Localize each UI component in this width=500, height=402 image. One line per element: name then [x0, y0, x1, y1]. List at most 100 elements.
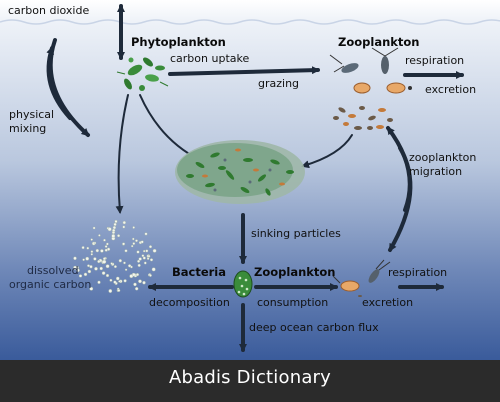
doc-dot — [111, 234, 116, 238]
mixing-label: mixing — [9, 122, 46, 135]
doc-dot — [99, 266, 103, 271]
doc-dot — [106, 242, 109, 246]
phyto-to-dissolved-arrow — [115, 94, 129, 214]
doc-dot — [124, 268, 128, 271]
doc-dot — [110, 262, 113, 265]
doc-dot — [101, 271, 106, 275]
doc-dot — [112, 225, 117, 230]
physical-label: physical — [9, 108, 54, 121]
dissolved-organic-carbon-dots — [73, 219, 157, 293]
doc-dot — [104, 248, 108, 252]
zooplankton-top-icon — [329, 47, 412, 94]
doc-dot — [144, 232, 148, 236]
zooplankton-migration-label-1: zooplankton — [409, 151, 476, 164]
doc-dot — [73, 256, 77, 261]
doc-dot — [117, 289, 121, 292]
doc-dot — [134, 287, 139, 291]
footer-title: Abadis Dictionary — [168, 367, 332, 388]
doc-dot — [149, 258, 154, 262]
doc-dot — [133, 282, 137, 287]
doc-dot — [129, 274, 134, 279]
doc-dot — [103, 238, 106, 242]
deep-ocean-carbon-flux-label: deep ocean carbon flux — [249, 321, 379, 334]
doc-dot — [82, 258, 85, 261]
doc-dot — [78, 274, 83, 278]
doc-dot — [123, 279, 127, 283]
doc-dot — [89, 265, 93, 269]
dissolved-label-1: dissolved — [27, 264, 79, 277]
doc-dot — [90, 250, 94, 253]
doc-dot — [87, 269, 92, 274]
zooplankton-bottom-label: Zooplankton — [254, 265, 336, 279]
consumption-label: consumption — [257, 296, 328, 309]
doc-dot — [124, 249, 128, 253]
doc-dot — [140, 240, 144, 244]
doc-dot — [105, 264, 110, 269]
excretion-bottom-label: excretion — [362, 296, 413, 309]
physical-mixing-arrow-up — [46, 46, 72, 120]
grazing-arrow — [168, 66, 320, 76]
respiration-top-label: respiration — [405, 54, 464, 67]
doc-dot — [135, 239, 138, 243]
doc-dot — [104, 245, 108, 248]
doc-dot — [136, 250, 140, 254]
respiration-bottom-label: respiration — [388, 266, 447, 279]
doc-dot — [149, 274, 152, 277]
doc-dot — [76, 268, 80, 273]
doc-dot — [108, 289, 113, 293]
doc-dot — [90, 253, 94, 256]
doc-dot — [122, 242, 126, 246]
doc-dot — [113, 280, 117, 284]
bacteria-label: Bacteria — [172, 265, 226, 279]
doc-dot — [142, 256, 146, 260]
doc-dot — [118, 280, 121, 283]
doc-dot — [148, 245, 153, 249]
fecal-pellets-icon — [333, 106, 393, 130]
doc-dot — [83, 272, 88, 277]
zooplankton-bottom-icon — [332, 259, 391, 297]
doc-dot — [123, 261, 126, 265]
doc-dot — [146, 257, 150, 260]
doc-dot — [114, 219, 118, 224]
bacteria-icon — [233, 270, 253, 298]
doc-dot — [132, 242, 136, 246]
phytoplankton-label: Phytoplankton — [131, 35, 226, 49]
doc-dot — [73, 265, 78, 270]
doc-dot — [138, 279, 142, 284]
zooplankton-migration-label-2: migration — [409, 165, 462, 178]
zoo-to-aggregate-arrow — [301, 134, 353, 169]
doc-dot — [132, 237, 135, 241]
marine-snow-aggregate-icon — [175, 140, 305, 204]
doc-dot — [100, 249, 104, 253]
doc-dot — [93, 257, 97, 261]
carbon-dioxide-label: carbon dioxide — [8, 4, 89, 17]
grazing-label: grazing — [258, 77, 299, 90]
doc-dot — [87, 264, 90, 268]
doc-dot — [90, 238, 93, 241]
doc-dot — [94, 266, 98, 271]
doc-dot — [145, 249, 149, 253]
excretion-top-label: excretion — [425, 83, 476, 96]
doc-dot — [130, 244, 134, 248]
ocean-carbon-diagram: carbon dioxide Phytoplankton carbon upta… — [0, 0, 500, 360]
doc-dot — [102, 257, 106, 261]
doc-dot — [102, 259, 107, 264]
doc-dot — [137, 259, 141, 263]
carbon-uptake-label: carbon uptake — [170, 52, 249, 65]
doc-dot — [152, 248, 157, 253]
doc-dot — [118, 259, 122, 263]
phytoplankton-icon — [116, 57, 169, 91]
doc-dot — [112, 228, 116, 233]
doc-dot — [85, 256, 90, 261]
doc-dot — [122, 220, 126, 225]
doc-dot — [81, 246, 85, 250]
doc-dot — [105, 273, 110, 278]
doc-dot — [122, 225, 126, 229]
doc-dot — [92, 226, 96, 230]
doc-dot — [93, 241, 97, 245]
doc-dot — [89, 286, 94, 291]
doc-dot — [97, 259, 101, 264]
doc-dot — [107, 227, 112, 232]
sinking-particles-label: sinking particles — [251, 227, 341, 240]
